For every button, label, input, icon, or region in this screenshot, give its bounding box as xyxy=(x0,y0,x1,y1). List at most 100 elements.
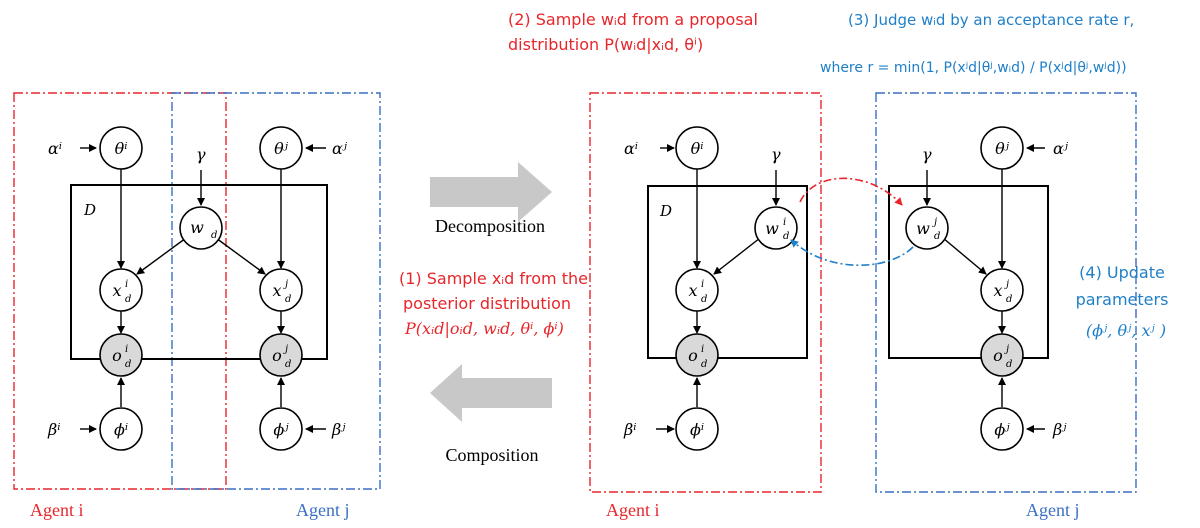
composition-group: Composition xyxy=(430,364,552,465)
svg-text:(1) Sample xᵢd from the: (1) Sample xᵢd from the xyxy=(399,269,588,288)
x-i-node-right xyxy=(675,268,719,312)
svg-text:w: w xyxy=(765,219,779,238)
phi-j-node xyxy=(259,407,303,451)
o-i-node-right xyxy=(675,333,719,377)
svg-text:d: d xyxy=(701,294,707,305)
agent-j-region xyxy=(171,92,381,490)
theta-j-node xyxy=(259,126,303,170)
svg-text:d: d xyxy=(1006,359,1012,370)
svg-text:ϕʲ: ϕʲ xyxy=(994,420,1010,439)
plate-d-right-j xyxy=(888,185,1049,359)
gamma-symbol: γ xyxy=(196,145,206,164)
svg-text:d: d xyxy=(211,230,217,241)
o-j-node-right xyxy=(980,333,1024,377)
svg-text:x: x xyxy=(112,281,121,300)
svg-text:x: x xyxy=(688,281,697,300)
svg-text:w: w xyxy=(916,219,930,238)
composition-label: Composition xyxy=(445,445,538,465)
left-joint-model: D θⁱ αⁱ γ w d θʲ αʲ x i d x j d xyxy=(13,92,381,520)
svg-text:i: i xyxy=(783,217,786,228)
svg-text:parameters: parameters xyxy=(1076,290,1169,309)
svg-text:j: j xyxy=(283,344,288,355)
svg-text:d: d xyxy=(701,359,707,370)
svg-text:j: j xyxy=(932,217,937,228)
theta-i-node-right xyxy=(675,126,719,170)
svg-text:d: d xyxy=(934,231,940,242)
agent-j-region-right xyxy=(875,92,1137,493)
step-2-annotation: (2) Sample wᵢd from a proposal distribut… xyxy=(508,10,758,54)
proposal-exchange-arrow xyxy=(799,177,903,206)
svg-text:d: d xyxy=(285,294,291,305)
phi-i-node xyxy=(99,407,143,451)
step-3-annotation: (3) Judge wᵢd by an acceptance rate r, w… xyxy=(820,11,1134,76)
w-j-d-node xyxy=(905,206,949,250)
svg-text:o: o xyxy=(272,346,282,365)
svg-text:i: i xyxy=(701,279,704,290)
theta-j-node-right xyxy=(980,126,1024,170)
step-1-annotation: (1) Sample xᵢd from the posterior distri… xyxy=(399,269,588,338)
svg-text:i: i xyxy=(125,279,128,290)
svg-text:where r = min(1, P(xʲd|θʲ,wᵢd): where r = min(1, P(xʲd|θʲ,wᵢd) / P(xʲd|θ… xyxy=(820,60,1127,76)
agent-i-label: Agent i xyxy=(30,500,84,520)
svg-text:distribution P(wᵢd|xᵢd, θⁱ): distribution P(wᵢd|xᵢd, θⁱ) xyxy=(508,35,703,54)
svg-text:ϕⁱ: ϕⁱ xyxy=(114,420,128,439)
agent-j-label-right: Agent j xyxy=(1026,500,1080,520)
svg-text:ϕʲ: ϕʲ xyxy=(273,420,289,439)
svg-text:d: d xyxy=(285,359,291,370)
alpha-i-symbol-right: αⁱ xyxy=(624,139,638,158)
gamma-symbol-right-i: γ xyxy=(771,145,781,164)
svg-text:x: x xyxy=(993,281,1002,300)
acceptance-feedback-arrow xyxy=(790,239,914,266)
decomposition-label: Decomposition xyxy=(435,216,545,236)
gamma-symbol-right-j: γ xyxy=(922,145,932,164)
svg-text:i: i xyxy=(701,344,704,355)
phi-j-node-right xyxy=(980,407,1024,451)
w-i-d-node xyxy=(754,206,798,250)
alpha-i-symbol: αⁱ xyxy=(48,139,62,158)
svg-text:j: j xyxy=(1004,344,1009,355)
plate-label-right: D xyxy=(659,202,672,220)
svg-text:d: d xyxy=(1006,294,1012,305)
svg-text:posterior distribution: posterior distribution xyxy=(403,294,571,313)
svg-text:θʲ: θʲ xyxy=(995,139,1010,158)
x-j-node-right xyxy=(980,268,1024,312)
svg-text:j: j xyxy=(1004,279,1009,290)
decomposition-arrow xyxy=(430,162,552,222)
svg-text:o: o xyxy=(112,346,122,365)
svg-text:θⁱ: θⁱ xyxy=(691,139,704,158)
right-agent-j-model: γ w j d θʲ αʲ x j d o j d ϕʲ βʲ Agent j xyxy=(875,92,1137,520)
svg-text:(ϕʲ, θʲ, xʲ ): (ϕʲ, θʲ, xʲ ) xyxy=(1086,321,1166,340)
plate-d-right-i xyxy=(647,185,808,359)
beta-j-symbol-right: βʲ xyxy=(1052,420,1067,439)
plate-label: D xyxy=(83,201,96,219)
svg-text:i: i xyxy=(125,344,128,355)
svg-text:(3) Judge wᵢd by an acceptance: (3) Judge wᵢd by an acceptance rate r, xyxy=(848,11,1134,29)
svg-text:d: d xyxy=(125,294,131,305)
svg-text:θⁱ: θⁱ xyxy=(115,139,128,158)
o-j-node xyxy=(259,333,303,377)
svg-text:x: x xyxy=(272,281,281,300)
svg-text:d: d xyxy=(125,359,131,370)
svg-text:(4) Update: (4) Update xyxy=(1079,263,1165,282)
svg-text:(2) Sample wᵢd from a proposal: (2) Sample wᵢd from a proposal xyxy=(508,10,758,29)
beta-i-symbol-right: βⁱ xyxy=(623,420,636,439)
agent-i-label-right: Agent i xyxy=(606,500,660,520)
theta-i-node xyxy=(99,126,143,170)
beta-i-symbol: βⁱ xyxy=(47,420,60,439)
agent-i-region xyxy=(13,92,227,490)
svg-text:j: j xyxy=(283,279,288,290)
svg-text:w: w xyxy=(190,218,204,237)
x-i-node xyxy=(99,268,143,312)
agent-i-region-right xyxy=(589,92,822,493)
alpha-j-symbol: αʲ xyxy=(332,139,348,158)
alpha-j-symbol-right: αʲ xyxy=(1053,139,1069,158)
beta-j-symbol: βʲ xyxy=(331,420,346,439)
x-j-node xyxy=(259,268,303,312)
svg-text:o: o xyxy=(993,346,1003,365)
svg-text:θʲ: θʲ xyxy=(274,139,289,158)
agent-j-label: Agent j xyxy=(296,500,350,520)
decomposition-group: Decomposition xyxy=(430,162,552,236)
phi-i-node-right xyxy=(675,407,719,451)
composition-arrow xyxy=(430,364,552,422)
